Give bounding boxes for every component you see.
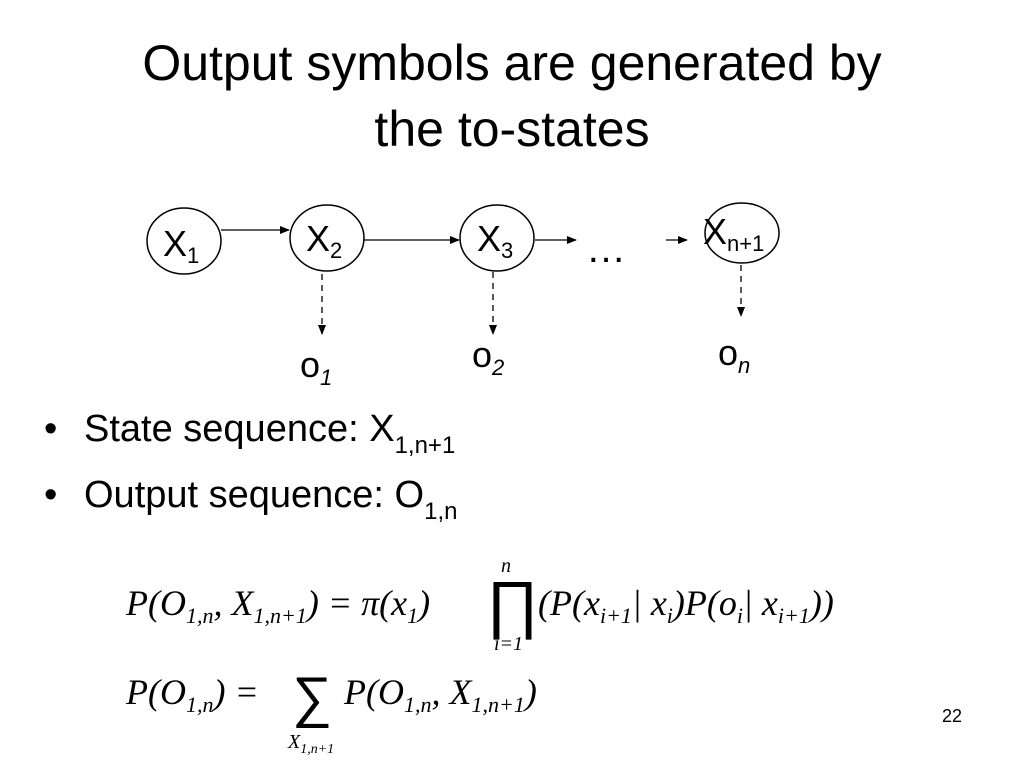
svg-text:P(O1,n) =: P(O1,n) = — [125, 672, 259, 717]
slide-title: Output symbols are generated by the to-s… — [0, 30, 1024, 162]
state-node-x2 — [289, 204, 365, 272]
state-label-x1: X1 — [163, 223, 199, 268]
product-lower-limit: i=1 — [494, 633, 523, 655]
bullet-state-sequence: State sequence: X1,n+1 — [40, 396, 457, 462]
bullet-output-sequence: Output sequence: O1,n — [40, 462, 457, 528]
output-label-on: on — [718, 332, 750, 378]
state-node-x3 — [459, 204, 535, 272]
slide-title-line1: Output symbols are generated by — [142, 35, 882, 91]
product-upper-limit: n — [501, 555, 511, 577]
sum-symbol: ∑ — [292, 665, 332, 728]
equation-joint-probability: P(O1,n, X1,n+1) = π(x1) ∏ n i=1 (P(xi+1|… — [125, 555, 834, 655]
sum-lower-limit: X1,n+1 — [287, 731, 334, 757]
equation-marginal-probability: P(O1,n) = ∑ X1,n+1 P(O1,n, X1,n+1) — [125, 665, 537, 757]
sequence-ellipsis: … — [586, 227, 626, 271]
bullet-list: State sequence: X1,n+1 Output sequence: … — [40, 396, 457, 528]
page-number: 22 — [941, 706, 962, 726]
svg-text:P(O1,n, X1,n+1): P(O1,n, X1,n+1) — [343, 672, 537, 717]
state-label-x2: X2 — [306, 218, 342, 263]
output-label-o2: o2 — [472, 334, 504, 380]
output-label-o1: o1 — [300, 344, 332, 390]
state-node-xn1 — [704, 202, 780, 264]
svg-text:(P(xi+1| xi)P(oi| xi+1)): (P(xi+1| xi)P(oi| xi+1)) — [538, 583, 834, 628]
state-label-x3: X3 — [477, 218, 513, 263]
slide-title-line2: the to-states — [374, 101, 650, 157]
product-symbol: ∏ — [486, 568, 539, 640]
state-node-x1 — [146, 207, 222, 275]
svg-text:P(O1,n, X1,n+1) = π(x1): P(O1,n, X1,n+1) = π(x1) — [125, 583, 430, 628]
state-label-xn1: Xn+1 — [703, 211, 764, 256]
